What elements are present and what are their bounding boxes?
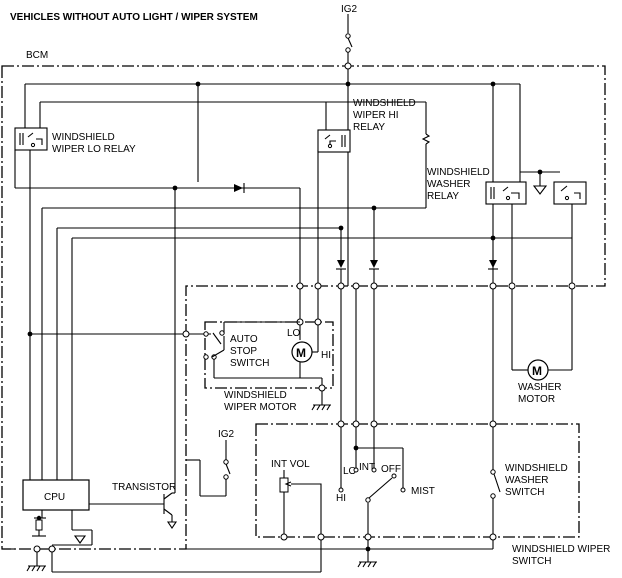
transistor-label: TRANSISTOR [112,482,176,493]
washer-relay-2 [553,181,587,205]
wiper-switch-label-1: WINDSHIELD WIPER [512,544,610,555]
ig2-mid-label: IG2 [218,429,235,440]
cpu: CPU [22,479,90,511]
switch-mist-label: MIST [411,486,435,497]
ig2-mid-fuse [186,440,231,497]
wiper-hi-relay [317,129,351,153]
hi-relay-label-3: RELAY [353,122,385,133]
washer-relay-label-3: RELAY [427,191,459,202]
switch-int-label: INT [359,462,375,473]
bcm-wiring [14,81,573,493]
bcm-connector-pins [296,282,576,290]
lo-relay-label-2: WIPER LO RELAY [52,144,136,155]
diode-4 [489,260,497,268]
cpu-ground [2,510,322,573]
diode-2 [337,260,345,268]
switch-lo-label: LO [343,466,357,477]
auto-stop-label-1: AUTO [230,334,258,345]
diode-3 [370,260,378,268]
washer-motor-label-2: MOTOR [518,394,555,405]
diode-1 [234,184,243,192]
cpu-label: CPU [44,492,65,503]
auto-stop-label-3: SWITCH [230,358,269,369]
wiper-motor-label-1: WINDSHIELD [224,390,287,401]
bcm-label: BCM [26,50,48,61]
wiper-motor-label-2: WIPER MOTOR [224,402,297,413]
wiper-motor: M [182,289,331,411]
wiper-switch-border [255,423,580,538]
washer-relay-label-1: WINDSHIELD [427,167,490,178]
wiper-lo-relay [14,127,48,151]
motor-lo-label: LO [287,328,301,339]
washer-switch-label-3: SWITCH [505,487,544,498]
transistor [89,492,178,529]
hi-relay-label-1: WINDSHIELD [353,98,416,109]
motor-hi-label: HI [321,350,331,361]
washer-motor-label-1: WASHER [518,382,562,393]
hi-relay-label-2: WIPER HI [353,110,399,121]
wiper-motor-symbol: M [296,346,306,360]
washer-motor-symbol: M [532,364,542,378]
washer-motor: M [511,289,573,381]
int-vol-label: INT VOL [271,459,310,470]
auto-stop-label-2: STOP [230,346,257,357]
wiper-switch-label-2: SWITCH [512,556,551,567]
diagram-title: VEHICLES WITHOUT AUTO LIGHT / WIPER SYST… [10,12,258,23]
washer-switch-label-2: WASHER [505,475,549,486]
washer-relay-label-2: WASHER [427,179,471,190]
washer-switch-label-1: WINDSHIELD [505,463,568,474]
wiper-switch-wiring [186,289,501,568]
switch-off-label: OFF [381,464,401,475]
switch-hi-label: HI [336,493,346,504]
lo-relay-label-1: WINDSHIELD [52,132,115,143]
ig2-top-label: IG2 [341,4,358,15]
washer-relay [485,181,527,205]
ig2-top-fuse [344,14,353,84]
